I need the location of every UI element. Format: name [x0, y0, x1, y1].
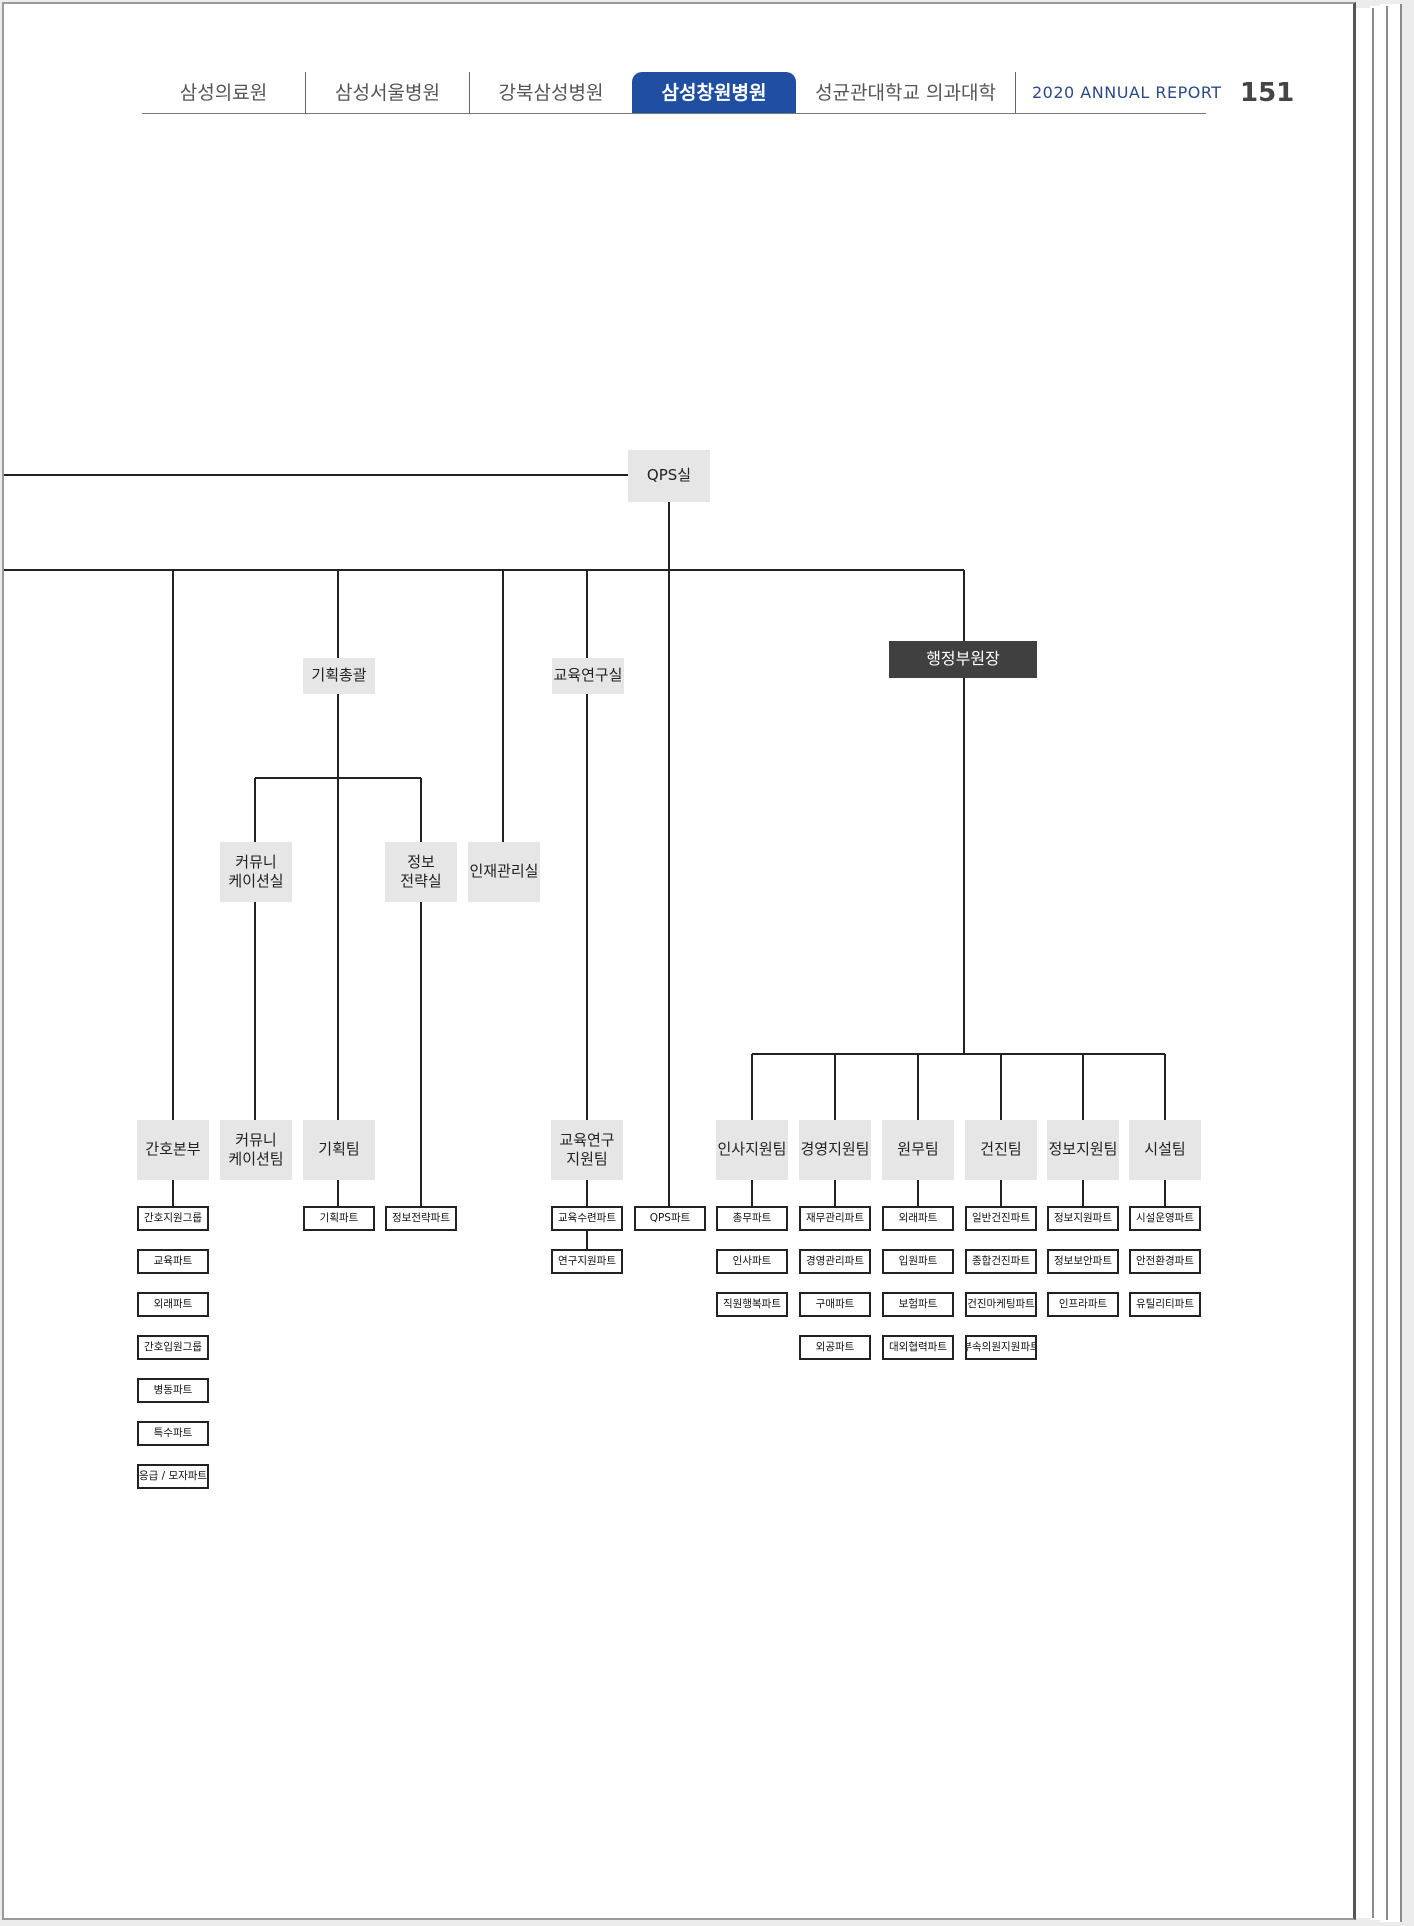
part-box: 건진마케팅파트 — [965, 1292, 1037, 1317]
part-box: 인사파트 — [716, 1249, 788, 1274]
part-box: 병동파트 — [137, 1378, 209, 1403]
part-box: 간호지원그룹 — [137, 1206, 209, 1231]
team-hr-support: 인사지원팀 — [716, 1120, 788, 1180]
tab-samsung-seoul-hospital[interactable]: 삼성서울병원 — [306, 72, 470, 114]
part-box: QPS파트 — [634, 1206, 706, 1231]
part-box: 시설운영파트 — [1129, 1206, 1201, 1231]
part-box: 외래파트 — [882, 1206, 954, 1231]
part-box: 응급 / 모자파트 — [137, 1464, 209, 1489]
hospital-tabs: 삼성의료원 삼성서울병원 강북삼성병원 삼성창원병원 성균관대학교 의과대학 — [142, 72, 1016, 114]
team-education-support: 교육연구 지원팀 — [551, 1120, 623, 1180]
part-box: 정보보안파트 — [1047, 1249, 1119, 1274]
team-admin-affairs: 원무팀 — [882, 1120, 954, 1180]
part-box: 교육파트 — [137, 1249, 209, 1274]
part-box: 총무파트 — [716, 1206, 788, 1231]
part-box: 입원파트 — [882, 1249, 954, 1274]
part-box: 일반건진파트 — [965, 1206, 1037, 1231]
education-research-room-box: 교육연구실 — [552, 658, 624, 694]
part-box: 연구지원파트 — [551, 1249, 623, 1274]
team-planning: 기획팀 — [303, 1120, 375, 1180]
part-box: 외공파트 — [799, 1335, 871, 1360]
team-nursing: 간호본부 — [137, 1120, 209, 1180]
part-box: 구매파트 — [799, 1292, 871, 1317]
part-box: 외래파트 — [137, 1292, 209, 1317]
part-box: 유틸리티파트 — [1129, 1292, 1201, 1317]
tab-skku-medical-school[interactable]: 성균관대학교 의과대학 — [796, 72, 1016, 114]
page-number: 151 — [1240, 78, 1295, 108]
part-box: 인프라파트 — [1047, 1292, 1119, 1317]
part-box: 정보전략파트 — [385, 1206, 457, 1231]
part-box: 간호입원그룹 — [137, 1335, 209, 1360]
part-box: 재무관리파트 — [799, 1206, 871, 1231]
team-communication: 커뮤니 케이션팀 — [220, 1120, 292, 1180]
part-box: 종합건진파트 — [965, 1249, 1037, 1274]
part-box: 보험파트 — [882, 1292, 954, 1317]
part-box: 기획파트 — [303, 1206, 375, 1231]
qps-room-box: QPS실 — [628, 450, 710, 502]
part-box: 안전환경파트 — [1129, 1249, 1201, 1274]
team-health-checkup: 건진팀 — [965, 1120, 1037, 1180]
part-box: 정보지원파트 — [1047, 1206, 1119, 1231]
tab-samsung-medical-center[interactable]: 삼성의료원 — [142, 72, 306, 114]
team-management-support: 경영지원팀 — [799, 1120, 871, 1180]
part-box: 대외협력파트 — [882, 1335, 954, 1360]
page-edge-front — [1356, 8, 1374, 1918]
info-strategy-room-box: 정보 전략실 — [385, 842, 457, 902]
part-box: 경영관리파트 — [799, 1249, 871, 1274]
communication-room-box: 커뮤니 케이션실 — [220, 842, 292, 902]
tab-kangbuk-samsung-hospital[interactable]: 강북삼성병원 — [498, 82, 604, 104]
part-box: 교육수련파트 — [551, 1206, 623, 1231]
tab-samsung-changwon-hospital[interactable]: 삼성창원병원 — [632, 72, 796, 114]
tab-underline — [142, 113, 1206, 114]
report-page — [2, 2, 1356, 1920]
page-edge-middle — [1370, 6, 1388, 1920]
team-facility: 시설팀 — [1129, 1120, 1201, 1180]
part-box: 특수파트 — [137, 1421, 209, 1446]
annual-report-label: 2020 ANNUAL REPORT — [1032, 83, 1222, 102]
planning-director-box: 기획총괄 — [303, 658, 375, 694]
part-box: 직원행복파트 — [716, 1292, 788, 1317]
team-info-support: 정보지원팀 — [1047, 1120, 1119, 1180]
admin-vice-president-box: 행정부원장 — [889, 641, 1037, 678]
part-box: 부속의원지원파트 — [965, 1335, 1037, 1360]
hr-management-room-box: 인재관리실 — [468, 842, 540, 902]
